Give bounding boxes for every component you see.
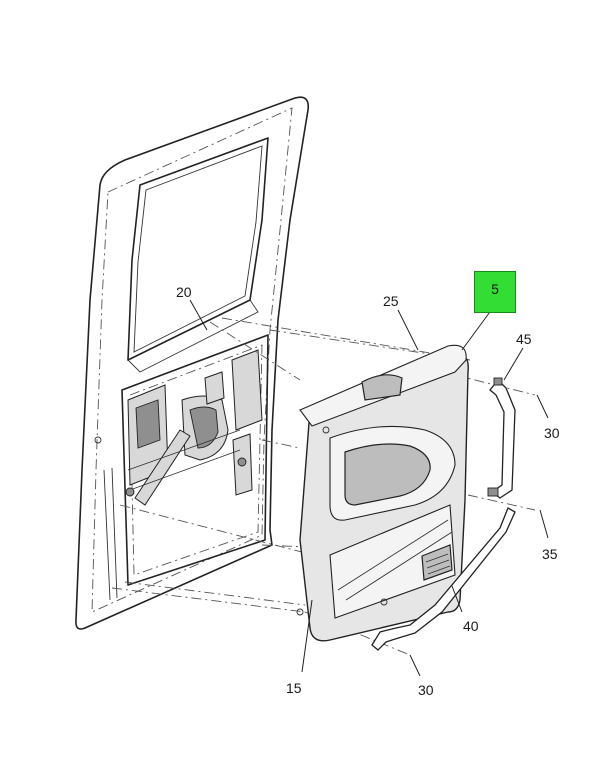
callout-5[interactable]: 5 xyxy=(474,271,516,313)
pull-strap xyxy=(371,377,516,651)
callout-20[interactable]: 20 xyxy=(176,284,192,300)
door-trim-panel xyxy=(296,344,469,642)
callout-25[interactable]: 25 xyxy=(383,293,399,309)
callout-40[interactable]: 40 xyxy=(463,618,479,634)
callout-15[interactable]: 15 xyxy=(286,680,302,696)
callout-35[interactable]: 35 xyxy=(542,546,558,562)
callout-30-lower[interactable]: 30 xyxy=(418,682,434,698)
window-regulator xyxy=(125,349,263,506)
door-frame xyxy=(75,96,310,630)
callout-45[interactable]: 45 xyxy=(516,331,532,347)
callout-30-upper[interactable]: 30 xyxy=(544,425,560,441)
